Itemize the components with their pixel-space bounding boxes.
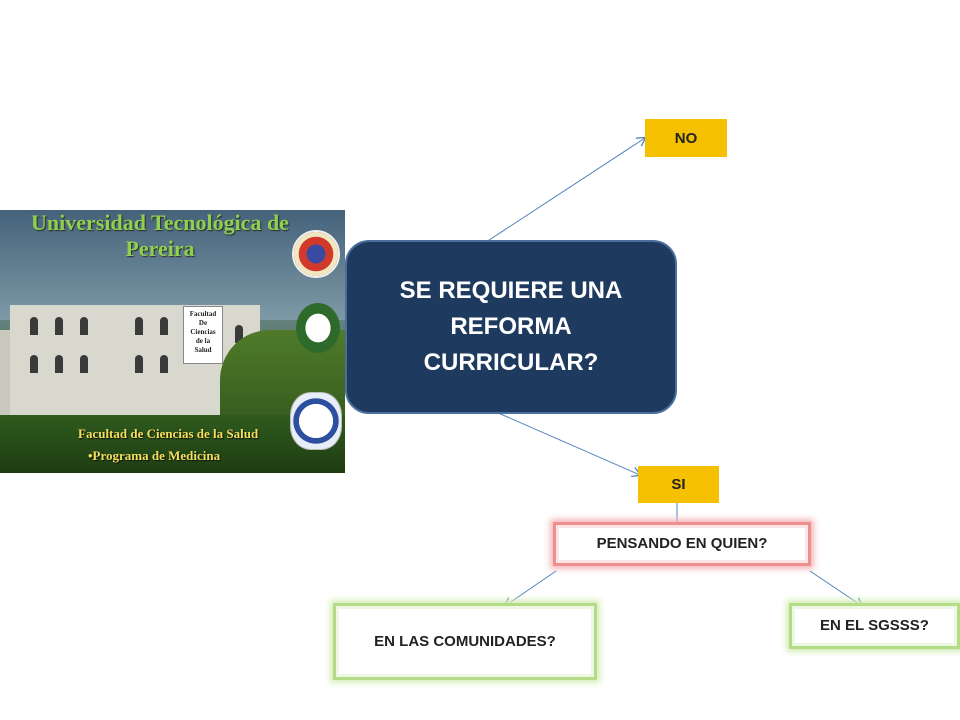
node-reforma-curricular: SE REQUIERE UNA REFORMA CURRICULAR? bbox=[345, 240, 677, 414]
photo-title-line1: Universidad Tecnológica de bbox=[31, 210, 289, 235]
photo-trees bbox=[0, 415, 345, 473]
photo-title: Universidad Tecnológica de Pereira bbox=[20, 210, 300, 262]
window bbox=[30, 317, 38, 335]
window bbox=[235, 325, 243, 343]
sign-line: Ciencias bbox=[190, 328, 216, 336]
window bbox=[160, 355, 168, 373]
window bbox=[30, 355, 38, 373]
node-comunidades: EN LAS COMUNIDADES? bbox=[333, 603, 597, 680]
sign-line: De bbox=[198, 319, 208, 327]
connector-pensando-comunidades bbox=[505, 570, 557, 606]
medicine-seal-icon bbox=[296, 303, 340, 353]
window bbox=[80, 355, 88, 373]
sign-line: Facultad bbox=[189, 310, 217, 318]
photo-footer-program: •Programa de Medicina bbox=[88, 448, 221, 463]
node-reforma-curricular-label: SE REQUIERE UNA REFORMA CURRICULAR? bbox=[399, 277, 623, 376]
photo-title-line2: Pereira bbox=[125, 236, 195, 261]
window bbox=[160, 317, 168, 335]
connector-main-no bbox=[479, 138, 645, 247]
node-si: SI bbox=[638, 466, 719, 503]
photo-footer-faculty: Facultad de Ciencias de la Salud bbox=[78, 426, 259, 441]
node-sgsss-label: EN EL SGSSS? bbox=[820, 617, 929, 634]
university-seal-icon bbox=[292, 230, 340, 278]
window bbox=[80, 317, 88, 335]
window bbox=[135, 317, 143, 335]
window bbox=[55, 355, 63, 373]
node-pensando-label: PENSANDO EN QUIEN? bbox=[596, 535, 768, 552]
connector-main-si bbox=[479, 404, 640, 475]
window bbox=[55, 317, 63, 335]
node-pensando-en-quien: PENSANDO EN QUIEN? bbox=[553, 522, 811, 566]
node-sgsss: EN EL SGSSS? bbox=[789, 603, 960, 649]
window bbox=[135, 355, 143, 373]
connector-pensando-sgsss bbox=[809, 570, 862, 606]
sign-line: Salud bbox=[194, 346, 212, 354]
facultad-sign: Facultad De Ciencias de la Salud bbox=[183, 306, 223, 364]
sign-line: de la bbox=[195, 337, 211, 345]
node-si-label: SI bbox=[671, 476, 686, 493]
university-photo: Universidad Tecnológica de Pereira Facul… bbox=[0, 210, 345, 473]
faculty-seal-icon bbox=[290, 392, 342, 450]
node-no: NO bbox=[645, 119, 727, 157]
node-no-label: NO bbox=[674, 129, 698, 147]
node-comunidades-label: EN LAS COMUNIDADES? bbox=[374, 632, 556, 650]
photo-sky bbox=[0, 210, 345, 320]
